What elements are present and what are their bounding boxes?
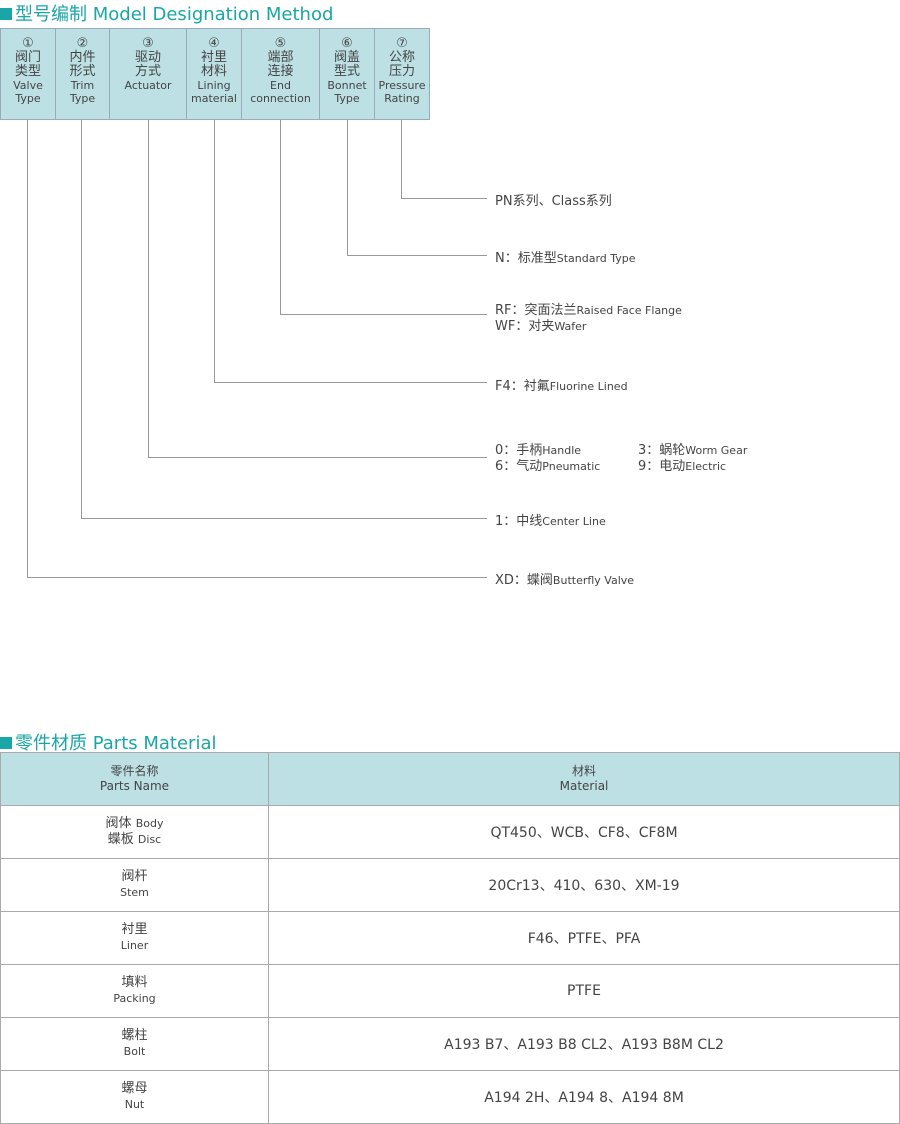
pressure-option: PN系列、Class系列 <box>495 194 612 209</box>
square-icon <box>0 8 12 20</box>
actuator-option-3: 3：蜗轮Worm Gear <box>638 443 748 458</box>
actuator-option-0: 0：手柄Handle <box>495 443 582 458</box>
part-material: PTFE <box>268 964 900 1018</box>
title-en: Model Designation Method <box>92 4 334 25</box>
actuator-option-9: 9：电动Electric <box>638 459 727 474</box>
part-material: A194 2H、A194 8、A194 8M <box>268 1070 900 1124</box>
part-material: F46、PTFE、PFA <box>268 911 900 965</box>
actuator-option-6: 6：气动Pneumatic <box>495 459 601 474</box>
section-title-model: 型号编制 Model Designation Method <box>0 0 333 26</box>
valve-option: XD：蝶阀Butterfly Valve <box>495 573 635 588</box>
bonnet-option: N：标准型Standard Type <box>495 251 636 266</box>
lining-option: F4：衬氟Fluorine Lined <box>495 379 628 394</box>
section-title-parts: 零件材质 Parts Material <box>0 729 217 755</box>
part-material: A193 B7、A193 B8 CL2、A193 B8M CL2 <box>268 1017 900 1071</box>
end-option-wf: WF：对夹Wafer <box>495 319 587 334</box>
connector-lines <box>27 120 487 578</box>
title-en: Parts Material <box>92 733 217 754</box>
part-material: 20Cr13、410、630、XM-19 <box>268 858 900 912</box>
part-material: QT450、WCB、CF8、CF8M <box>268 805 900 859</box>
title-cn: 零件材质 <box>15 733 87 754</box>
trim-option: 1：中线Center Line <box>495 514 606 529</box>
square-icon <box>0 737 12 749</box>
end-option-rf: RF：突面法兰Raised Face Flange <box>495 303 682 318</box>
title-cn: 型号编制 <box>15 4 87 25</box>
